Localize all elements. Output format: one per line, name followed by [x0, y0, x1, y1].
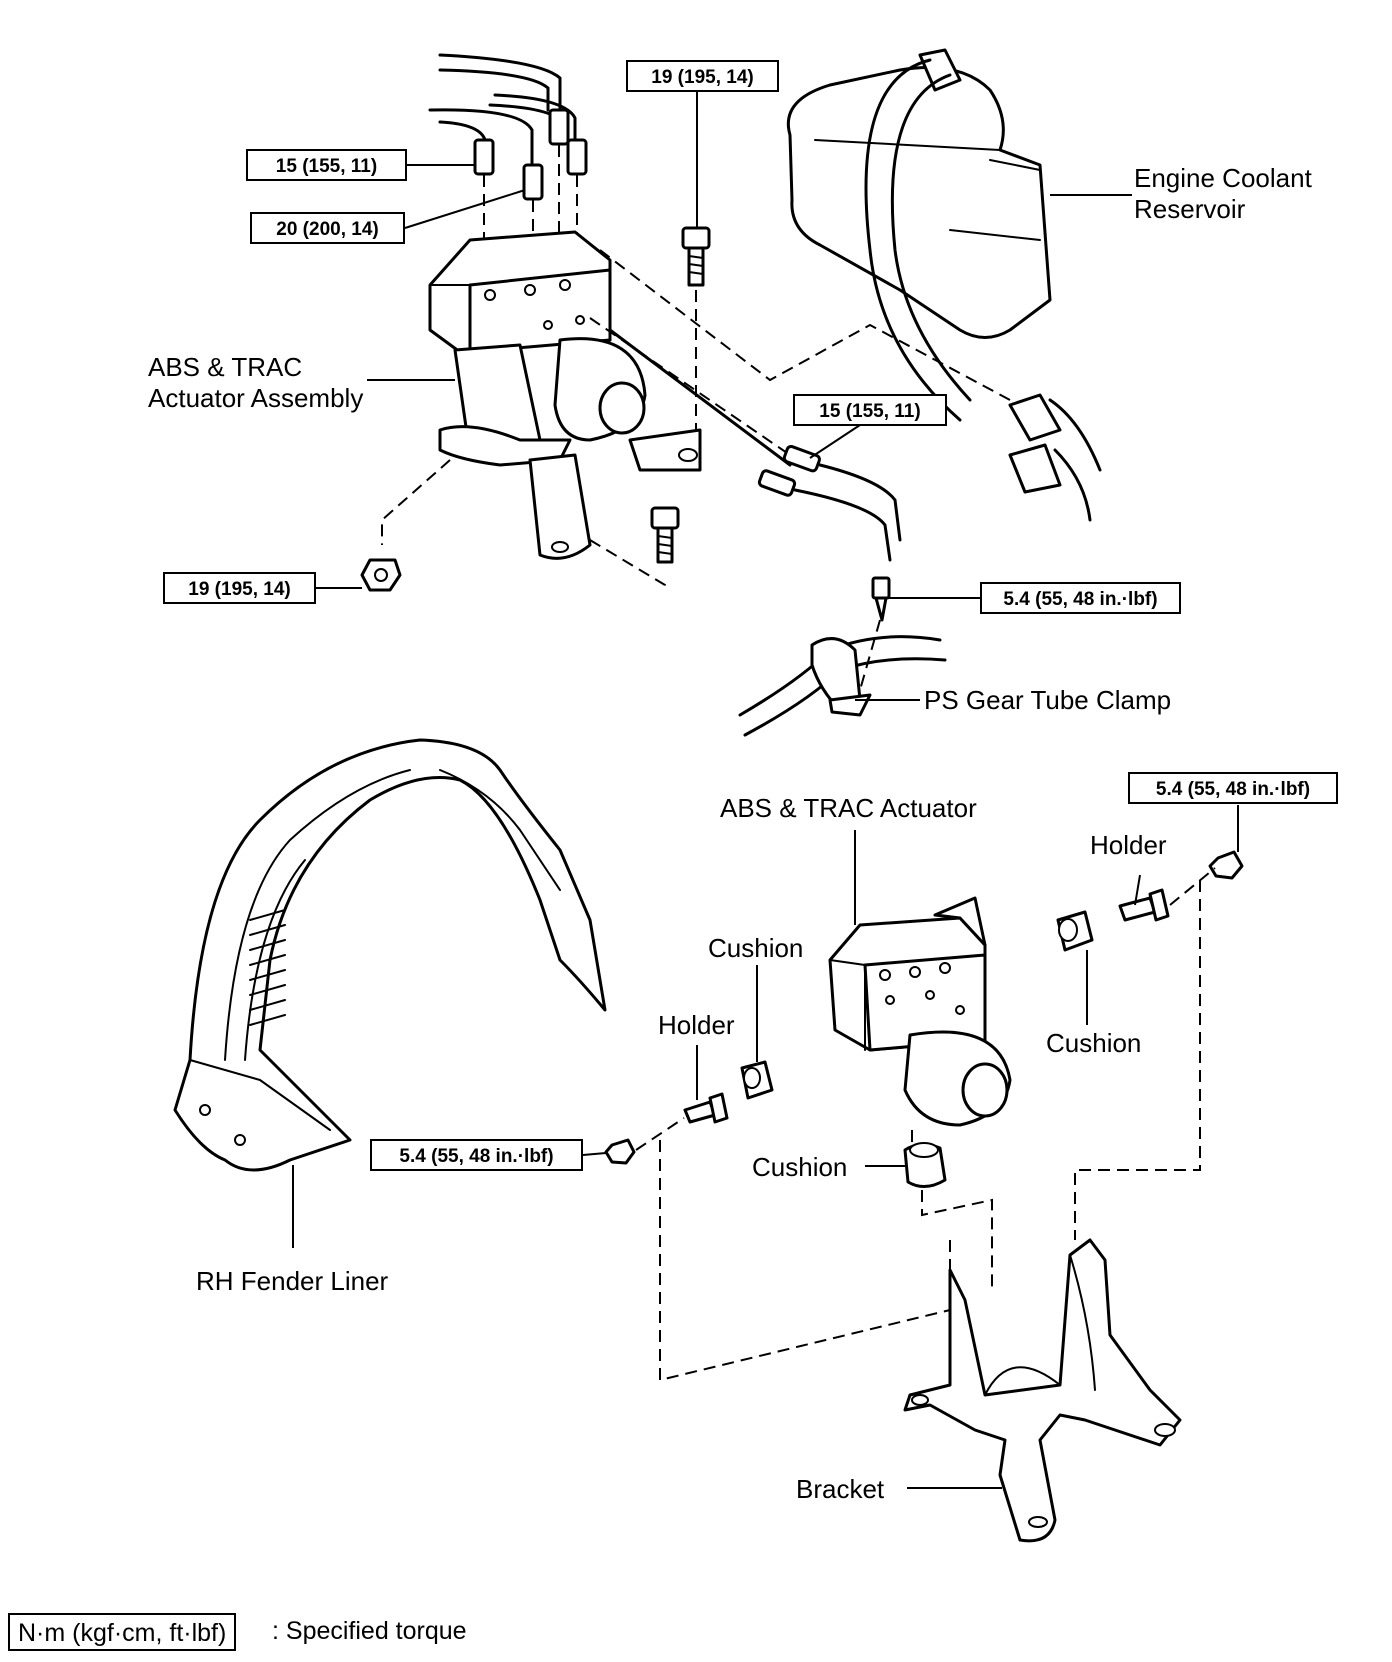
torque-spec-right-nut: 5.4 (55, 48 in.·lbf) — [1128, 772, 1338, 804]
torque-spec-line-a: 15 (155, 11) — [246, 149, 407, 181]
label-ps-gear-tube-clamp: PS Gear Tube Clamp — [924, 685, 1172, 715]
label-cushion-lower: Cushion — [752, 1152, 848, 1182]
torque-spec-top-center: 19 (195, 14) — [626, 60, 779, 92]
cushion-upper-left-drawing — [740, 1060, 774, 1100]
actuator-assembly-drawing — [381, 230, 702, 590]
holder-right-drawing — [1118, 888, 1170, 922]
assembly-guide-lines — [659, 880, 1201, 1382]
label-actuator-assembly-line2: Actuator Assembly — [148, 383, 364, 413]
holder-left-drawing — [683, 1092, 729, 1124]
label-actuator-assembly: ABS & TRAC Actuator Assembly — [148, 352, 363, 414]
label-cushion-upper-left: Cushion — [708, 933, 804, 963]
label-cushion-right: Cushion — [1046, 1028, 1142, 1058]
label-holder-left: Holder — [658, 1010, 735, 1040]
cushion-right-drawing — [1056, 910, 1094, 952]
label-rh-fender-liner: RH Fender Liner — [196, 1266, 389, 1296]
fender-liner-drawing — [173, 738, 607, 1172]
label-engine-coolant-reservoir: Engine Coolant Reservoir — [1134, 163, 1312, 225]
coolant-reservoir-drawing — [787, 48, 1052, 422]
torque-spec-clamp-bolt: 5.4 (55, 48 in.·lbf) — [980, 582, 1181, 614]
nut-left-lower — [604, 1138, 636, 1165]
bracket-drawing — [903, 1238, 1182, 1543]
label-leader-lines — [292, 194, 1141, 1489]
torque-spec-side-line: 15 (155, 11) — [793, 394, 947, 426]
label-holder-right: Holder — [1090, 830, 1167, 860]
torque-leader-lines — [316, 90, 1239, 1156]
ps-gear-tube-clamp-drawing — [738, 576, 947, 737]
bolt-lower-center — [650, 506, 680, 564]
label-actuator-assembly-line1: ABS & TRAC — [148, 352, 303, 382]
legend-description: : Specified torque — [272, 1617, 467, 1645]
guide-line-left — [635, 1117, 685, 1151]
brake-lines-side — [589, 317, 902, 562]
guide-line-right — [1169, 867, 1216, 906]
nut-right — [1208, 850, 1244, 880]
torque-spec-nut-left: 19 (195, 14) — [163, 572, 316, 604]
cushion-lower-drawing — [903, 1142, 947, 1188]
label-actuator: ABS & TRAC Actuator — [720, 793, 977, 823]
harness-connector — [1008, 393, 1102, 522]
torque-spec-left-nut: 5.4 (55, 48 in.·lbf) — [370, 1139, 583, 1171]
torque-spec-line-b: 20 (200, 14) — [250, 212, 405, 244]
label-bracket: Bracket — [796, 1474, 885, 1504]
label-coolant-line2: Reservoir — [1134, 194, 1246, 224]
legend-unit-box: N·m (kgf·cm, ft·lbf) — [8, 1613, 237, 1651]
actuator-drawing — [828, 896, 1012, 1127]
nut-left — [360, 558, 402, 592]
bolt-top-center — [681, 226, 711, 430]
label-coolant-line1: Engine Coolant — [1134, 163, 1312, 193]
